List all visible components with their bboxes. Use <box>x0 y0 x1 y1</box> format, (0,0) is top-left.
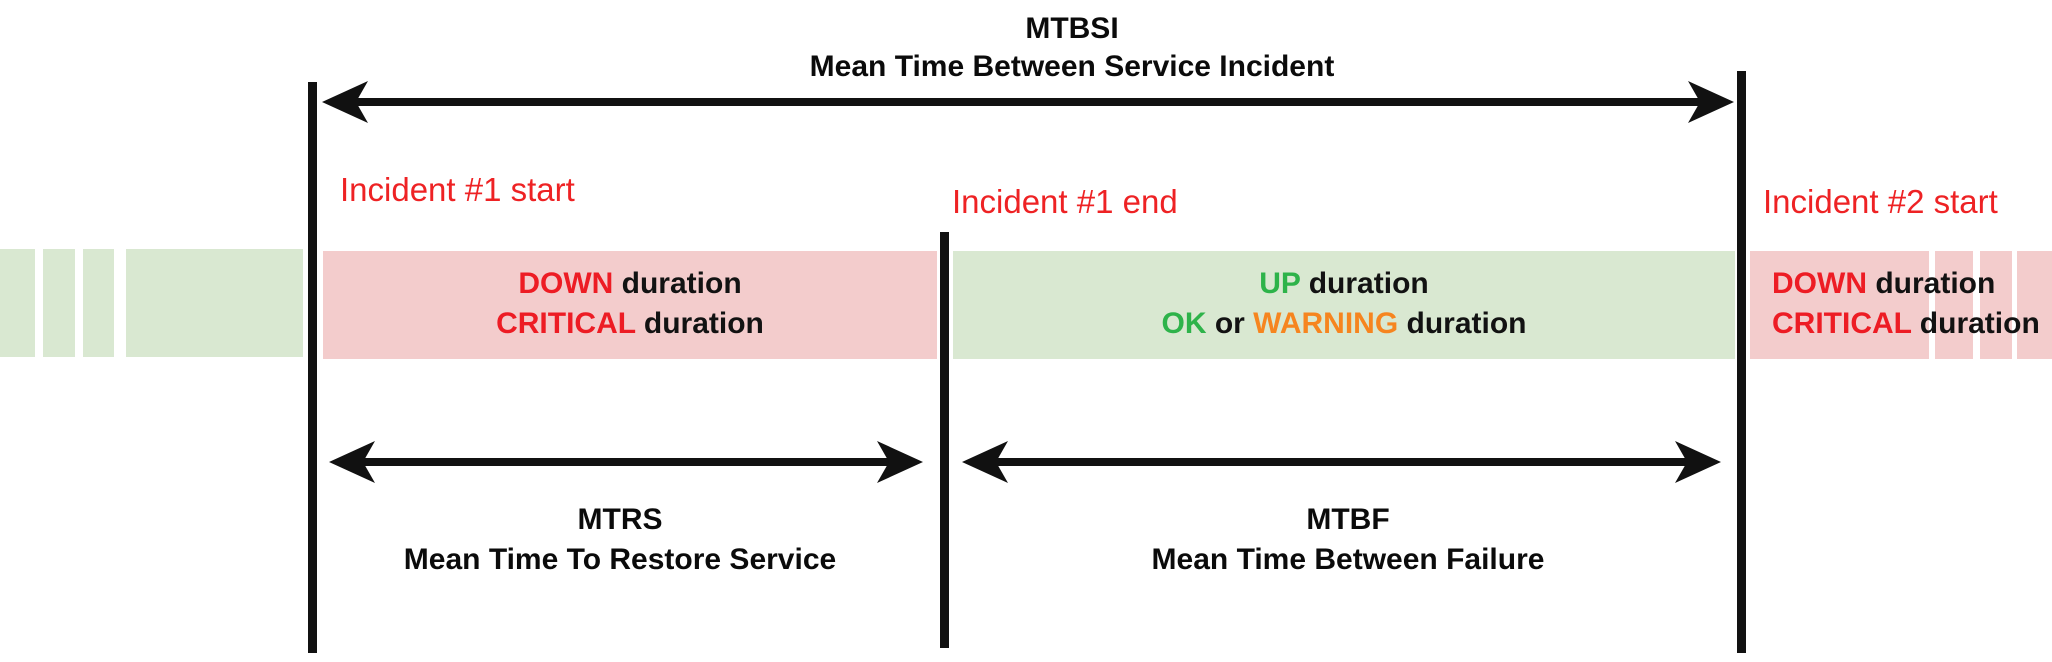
mtbf-arrow <box>962 441 1721 483</box>
mtrs-arrow <box>329 441 923 483</box>
up-band <box>953 251 1735 359</box>
critical-keyword-2: CRITICAL <box>1772 307 1912 340</box>
down-rest: duration <box>621 267 742 300</box>
mtbf-full: Mean Time Between Failure <box>1151 543 1545 576</box>
incident-2-start-label: Incident #2 start <box>1763 183 1998 220</box>
incident-1-start-marker <box>308 82 317 653</box>
critical-duration-line: CRITICAL duration <box>323 304 937 344</box>
title-abbr: MTBSI <box>1025 12 1119 45</box>
critical-keyword: CRITICAL <box>496 307 636 340</box>
mtbsi-arrow <box>322 81 1734 123</box>
down-band-2-text: DOWN duration CRITICAL duration <box>1772 264 2052 344</box>
up-keyword: UP <box>1259 267 1301 300</box>
down-band-2 <box>1750 251 1929 359</box>
down-keyword: DOWN <box>518 267 614 300</box>
down-duration-line: DOWN duration <box>323 264 937 304</box>
down-band-2-segment <box>2017 251 2052 359</box>
or-text: or <box>1214 307 1245 340</box>
mtbf-abbr: MTBF <box>1306 503 1390 536</box>
warning-keyword: WARNING <box>1253 307 1399 340</box>
mtrs-full: Mean Time To Restore Service <box>403 543 837 576</box>
diagram-title: MTBSI Mean Time Between Service Incident <box>572 10 1572 86</box>
down-band-2-segment <box>1980 251 2012 359</box>
down-band <box>323 251 937 359</box>
ok-warning-duration-line: OK or WARNING duration <box>953 304 1735 344</box>
down-band-text: DOWN duration CRITICAL duration <box>323 264 937 344</box>
up-rest: duration <box>1308 267 1429 300</box>
ok-keyword: OK <box>1161 307 1207 340</box>
critical-rest-2: duration <box>1919 307 2040 340</box>
green-history-segment <box>0 249 35 357</box>
green-history-segment <box>43 249 75 357</box>
up-band-text: UP duration OK or WARNING duration <box>953 264 1735 344</box>
down-duration-line-2: DOWN duration <box>1772 264 2052 304</box>
green-history-segment <box>126 249 303 357</box>
title-full: Mean Time Between Service Incident <box>809 50 1335 83</box>
up-duration-line: UP duration <box>953 264 1735 304</box>
green-history-segment <box>83 249 114 357</box>
ok-warning-rest: duration <box>1406 307 1527 340</box>
mtrs-label: MTRS Mean Time To Restore Service <box>320 500 920 580</box>
incident-1-end-marker <box>940 232 949 648</box>
mtbf-label: MTBF Mean Time Between Failure <box>1048 500 1648 580</box>
mtrs-abbr: MTRS <box>577 503 663 536</box>
critical-duration-line-2: CRITICAL duration <box>1772 304 2052 344</box>
critical-rest: duration <box>643 307 764 340</box>
down-keyword-2: DOWN <box>1772 267 1867 300</box>
down-band-2-segment <box>1935 251 1973 359</box>
incident-1-start-label: Incident #1 start <box>340 171 575 208</box>
down-rest-2: duration <box>1875 267 1996 300</box>
incident-1-end-label: Incident #1 end <box>952 183 1178 220</box>
incident-2-start-marker <box>1737 71 1746 653</box>
